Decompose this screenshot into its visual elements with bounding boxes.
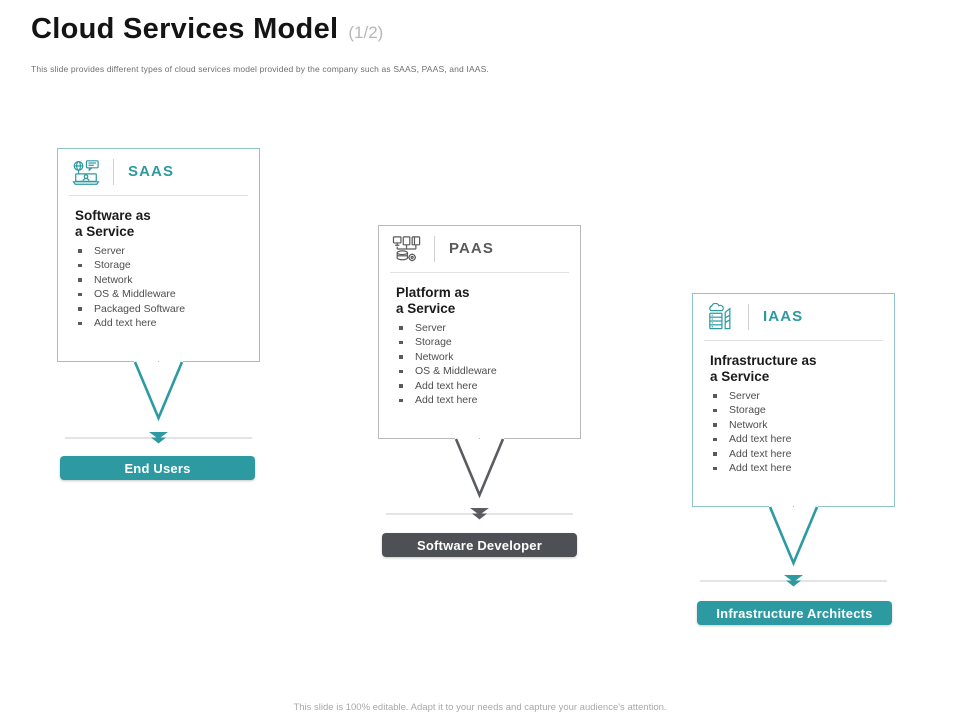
list-item: Server: [710, 389, 885, 404]
footer-note: This slide is 100% editable. Adapt it to…: [293, 702, 667, 713]
header-divider: [434, 235, 435, 262]
card-paas-label: PAAS: [449, 240, 494, 257]
frame-gap-right: [793, 504, 818, 508]
frame-gap-right: [479, 436, 504, 440]
card-paas-rule: [390, 272, 569, 273]
chevron-rule-iaas: [692, 573, 895, 589]
list-item: Storage: [710, 403, 885, 418]
card-iaas-title: Infrastructure as a Service: [710, 353, 817, 385]
card-paas-header: PAAS: [378, 225, 581, 272]
card-saas-bullet-list: Server Storage Network OS & Middleware P…: [75, 244, 250, 331]
card-iaas-body: Infrastructure as a Service Server Stora…: [710, 353, 885, 476]
card-saas-title: Software as a Service: [75, 208, 151, 240]
list-item: Add text here: [396, 393, 571, 408]
card-saas-header: SAAS: [57, 148, 260, 195]
double-chevron-down-icon: [784, 575, 803, 587]
list-item: Add text here: [396, 379, 571, 394]
connector-iaas-to-infrastructure-architects: [692, 505, 895, 585]
frame-gap-left: [134, 359, 159, 363]
card-iaas-bullet-list: Server Storage Network Add text here Add…: [710, 389, 885, 476]
connector-saas-to-end-users: [57, 360, 260, 440]
card-saas-label: SAAS: [128, 163, 175, 180]
chevron-rule-paas: [378, 506, 581, 522]
double-chevron-down-icon: [149, 432, 168, 444]
card-paas-title: Platform as a Service: [396, 285, 470, 317]
page-title-count: (1/2): [348, 23, 384, 42]
list-item: Network: [75, 273, 250, 288]
list-item: Network: [710, 418, 885, 433]
card-saas-body: Software as a Service Server Storage Net…: [75, 208, 250, 331]
pill-infrastructure-architects-label: Infrastructure Architects: [716, 605, 873, 621]
list-item: OS & Middleware: [396, 364, 571, 379]
card-iaas-header: IAAS: [692, 293, 895, 340]
card-paas-bullet-list: Server Storage Network OS & Middleware A…: [396, 321, 571, 408]
list-item: Packaged Software: [75, 302, 250, 317]
double-chevron-down-icon: [470, 508, 489, 520]
connector-paas-to-software-developer: [378, 437, 581, 517]
card-iaas[interactable]: IAAS Infrastructure as a Service Server …: [692, 293, 895, 508]
card-paas-body: Platform as a Service Server Storage Net…: [396, 285, 571, 408]
list-item: Server: [75, 244, 250, 259]
list-item: Add text here: [710, 461, 885, 476]
chevron-rule-saas: [57, 430, 260, 446]
card-paas[interactable]: PAAS Platform as a Service Server Storag…: [378, 225, 581, 440]
list-item: Add text here: [710, 432, 885, 447]
card-saas[interactable]: SAAS Software as a Service Server Storag…: [57, 148, 260, 363]
server-rack-cloud-icon: [709, 302, 731, 329]
list-item: Network: [396, 350, 571, 365]
list-item: Storage: [396, 335, 571, 350]
pill-infrastructure-architects[interactable]: Infrastructure Architects: [697, 601, 892, 625]
frame-gap-right: [158, 359, 183, 363]
list-item: Storage: [75, 258, 250, 273]
list-item: Add text here: [710, 447, 885, 462]
pill-end-users[interactable]: End Users: [60, 456, 255, 480]
header-divider: [113, 158, 114, 185]
pill-end-users-label: End Users: [124, 460, 191, 476]
pill-software-developer[interactable]: Software Developer: [382, 533, 577, 557]
page-title: Cloud Services Model (1/2): [31, 15, 383, 44]
card-iaas-rule: [704, 340, 883, 341]
page-subtitle: This slide provides different types of c…: [31, 64, 489, 74]
laptop-globe-chat-icon: [72, 159, 100, 185]
list-item: Add text here: [75, 316, 250, 331]
pill-software-developer-label: Software Developer: [417, 537, 542, 553]
servers-network-database-icon: [392, 235, 421, 261]
list-item: Server: [396, 321, 571, 336]
list-item: OS & Middleware: [75, 287, 250, 302]
header-divider: [748, 303, 749, 330]
card-iaas-label: IAAS: [763, 308, 804, 325]
frame-gap-left: [769, 504, 794, 508]
card-saas-rule: [69, 195, 248, 196]
frame-gap-left: [455, 436, 480, 440]
page-title-text: Cloud Services Model: [31, 13, 339, 45]
